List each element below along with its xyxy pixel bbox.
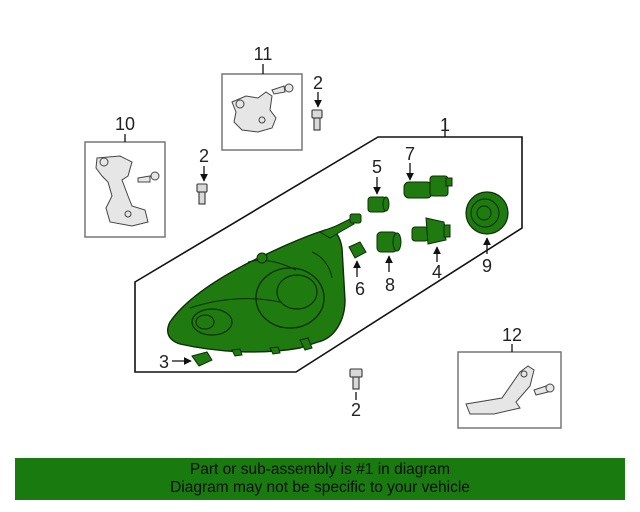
part-5-socket[interactable] xyxy=(367,196,390,213)
callout-12: 12 xyxy=(502,325,522,345)
part-9-cap[interactable] xyxy=(465,191,509,235)
callout-3: 3 xyxy=(159,352,169,372)
callout-2-left: 2 xyxy=(199,146,209,166)
part-11-bracket[interactable] xyxy=(231,83,294,133)
callout-7: 7 xyxy=(405,144,415,164)
banner-line-1: Part or sub-assembly is #1 in diagram xyxy=(189,461,451,478)
callout-6: 6 xyxy=(355,279,365,299)
callout-8: 8 xyxy=(385,275,395,295)
part-3-clip[interactable] xyxy=(191,351,213,367)
banner-line-2: Diagram may not be specific to your vehi… xyxy=(170,479,470,496)
part-6-bulb[interactable] xyxy=(348,241,367,259)
part-8-socket[interactable] xyxy=(376,231,402,253)
bolt-2-bottom[interactable] xyxy=(349,368,363,390)
callout-2-top: 2 xyxy=(313,73,323,93)
callout-11: 11 xyxy=(254,44,273,64)
part-10-bracket[interactable] xyxy=(95,155,160,227)
callout-9: 9 xyxy=(482,256,492,276)
callout-2-bottom: 2 xyxy=(351,400,361,420)
bolt-2-left[interactable] xyxy=(196,183,208,205)
callout-10: 10 xyxy=(115,114,135,134)
part-4-bulb[interactable] xyxy=(411,217,451,245)
callout-4: 4 xyxy=(432,262,442,282)
headlight-housing[interactable] xyxy=(167,213,362,357)
part-12-bracket[interactable] xyxy=(465,365,555,415)
callout-5: 5 xyxy=(372,157,382,177)
notice-banner: Part or sub-assembly is #1 in diagram Di… xyxy=(15,458,625,500)
bolt-2-top[interactable] xyxy=(311,109,323,131)
part-7-bulb[interactable] xyxy=(403,175,453,199)
callout-1: 1 xyxy=(440,115,450,135)
